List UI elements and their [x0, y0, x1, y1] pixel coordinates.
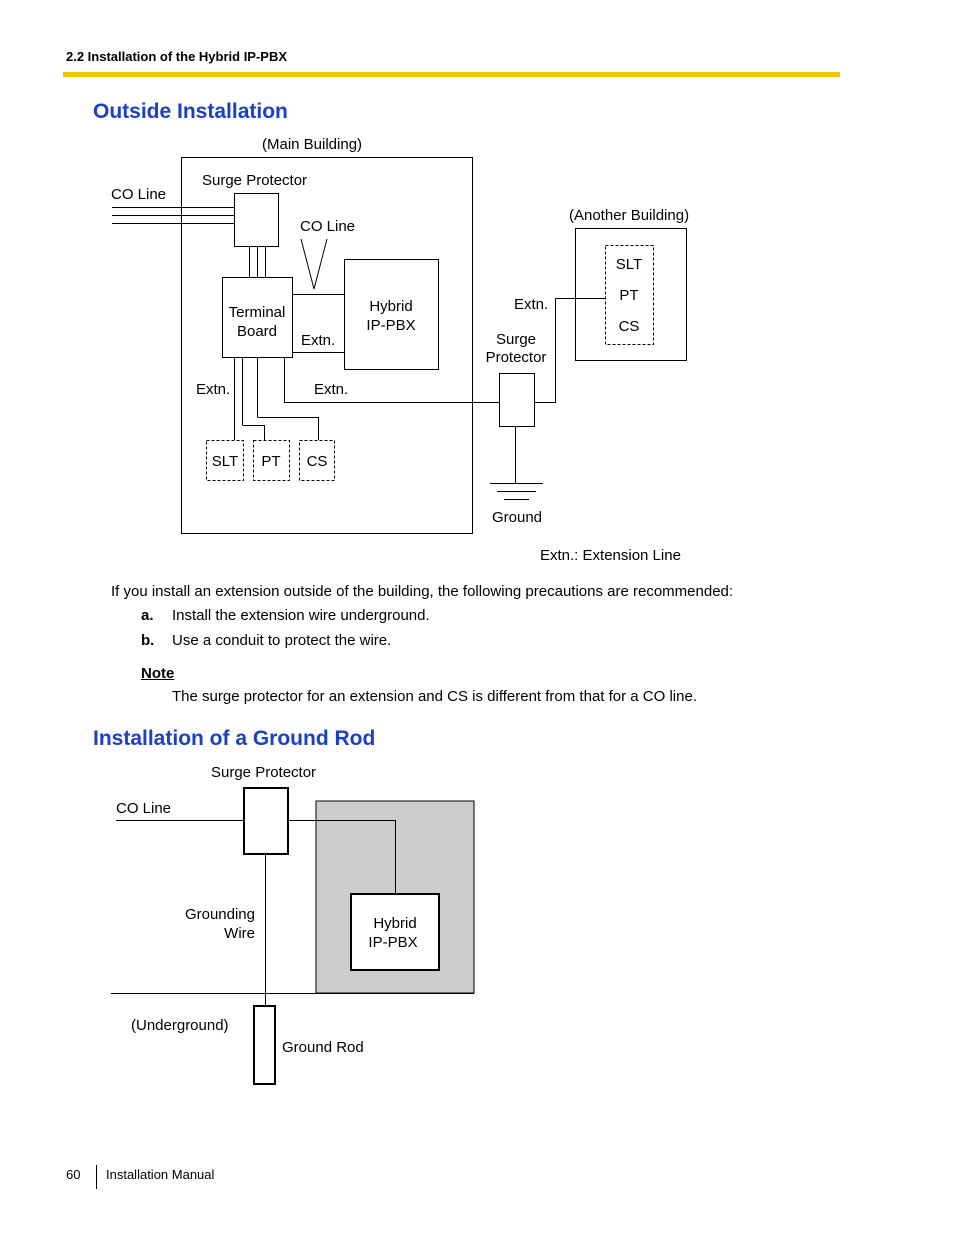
pbx-label-4: IP-PBX: [368, 934, 417, 951]
slt-box: [206, 440, 244, 481]
pbx-label-1: Hybrid: [369, 298, 412, 315]
surge-protector-box: [243, 787, 289, 855]
ground-label: Ground: [492, 509, 542, 526]
running-header: 2.2 Installation of the Hybrid IP-PBX: [66, 49, 288, 64]
main-building-box: [181, 157, 473, 534]
extn-pbx-label: Extn.: [301, 332, 335, 349]
remote-terminals-box: [605, 245, 654, 345]
outside-installation-diagram: (Main Building) CO Line Surge Protector …: [111, 136, 689, 564]
manual-title: Installation Manual: [106, 1167, 215, 1182]
co-line-label: CO Line: [111, 186, 166, 203]
pt-box: [253, 440, 290, 481]
wire-label: Wire: [224, 925, 255, 942]
another-building-label: (Another Building): [569, 207, 689, 224]
note-text: The surge protector for an extension and…: [172, 688, 697, 705]
another-building-box: [575, 228, 687, 361]
legend-label: Extn.: Extension Line: [540, 547, 681, 564]
hybrid-ip-pbx: [344, 259, 439, 370]
terminal-label: Terminal: [229, 304, 286, 321]
extn-mid-label: Extn.: [314, 381, 348, 398]
header-rule: [63, 72, 840, 77]
footer-divider: [96, 1165, 97, 1189]
extn-surge-protector: [499, 373, 535, 427]
grounding-label: Grounding: [185, 906, 255, 923]
cs-box: [299, 440, 335, 481]
pbx-label-2: IP-PBX: [366, 317, 415, 334]
hybrid-ip-pbx-box: [350, 893, 440, 971]
outside-installation-title: Outside Installation: [93, 100, 288, 123]
pt-label: PT: [261, 453, 280, 470]
co-line-inner-label: CO Line: [300, 218, 355, 235]
item-b-text: Use a conduit to protect the wire.: [172, 632, 392, 649]
item-a-letter: a.: [141, 607, 154, 624]
extn-left-label: Extn.: [196, 381, 230, 398]
note-label: Note: [141, 665, 175, 682]
main-building-label: (Main Building): [262, 136, 362, 153]
slt-label: SLT: [212, 453, 238, 470]
surge-right-label-2: Protector: [486, 349, 547, 366]
cs-remote-label: CS: [619, 318, 640, 335]
pbx-label-3: Hybrid: [373, 915, 416, 932]
board-label: Board: [237, 323, 277, 340]
item-b-letter: b.: [141, 632, 155, 649]
surge-right-label-1: Surge: [496, 331, 536, 348]
surge-protector-label-2: Surge Protector: [211, 764, 316, 781]
ground-rod-label: Ground Rod: [282, 1039, 364, 1056]
surge-protector-label: Surge Protector: [202, 172, 307, 189]
cs-label: CS: [307, 453, 328, 470]
extn-right-label: Extn.: [514, 296, 548, 313]
item-a-text: Install the extension wire underground.: [172, 607, 430, 624]
slt-remote-label: SLT: [616, 256, 642, 273]
co-surge-protector: [234, 193, 279, 247]
page-number: 60: [66, 1167, 81, 1182]
underground-label: (Underground): [131, 1017, 229, 1034]
intro-paragraph: If you install an extension outside of t…: [111, 583, 734, 600]
ground-rod-diagram: Surge Protector CO Line Grounding Wire H…: [111, 764, 475, 1085]
co-line-label-2: CO Line: [116, 800, 171, 817]
pt-remote-label: PT: [619, 287, 638, 304]
ground-rod: [253, 1005, 276, 1085]
ground-rod-title: Installation of a Ground Rod: [93, 727, 376, 750]
